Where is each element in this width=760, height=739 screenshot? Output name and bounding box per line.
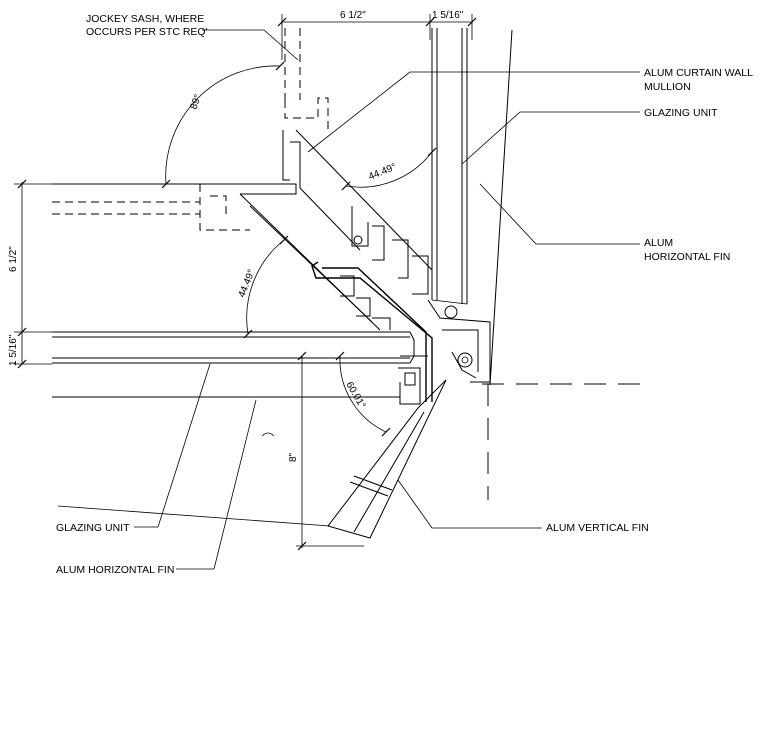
- alum-vertical-fin: [327, 379, 447, 539]
- curtain-wall-label-1: ALUM CURTAIN WALL: [644, 67, 753, 79]
- left-glass-dimension: 1 5/16": [8, 334, 19, 366]
- horizontal-fin-left-label: ALUM HORIZONTAL FIN: [56, 564, 174, 576]
- horizontal-fin-right-label-1: ALUM: [644, 237, 673, 249]
- fin-angle-label: 60.01°: [343, 380, 367, 411]
- break-mark: [261, 432, 275, 437]
- horizontal-glazing-unit: [52, 183, 415, 398]
- left-angle-label: 44.49°: [237, 268, 258, 299]
- top-glass-dimension: 1 5/16": [432, 10, 464, 21]
- angle-arcs: [161, 61, 437, 437]
- curtain-wall-label-2: MULLION: [644, 81, 691, 93]
- jockey-sash-label-1: JOCKEY SASH, WHERE: [86, 13, 204, 25]
- vertical-fin-edge-line: [489, 29, 513, 386]
- glazing-unit-right-label: GLAZING UNIT: [644, 107, 718, 119]
- top-dimension-lines: [277, 14, 477, 60]
- vertical-glazing-unit: [431, 28, 468, 305]
- glazing-unit-left-label: GLAZING UNIT: [56, 522, 130, 534]
- jockey-angle-label: 89°: [188, 93, 204, 111]
- left-dimension-lines: [14, 179, 52, 369]
- fin-depth-dimension-lines: [296, 351, 364, 551]
- fin-depth-dimension: 8": [288, 452, 299, 462]
- vertical-fin-label: ALUM VERTICAL FIN: [546, 522, 649, 534]
- curtain-wall-mullion: [228, 129, 491, 405]
- top-width-dimension: 6 1/2": [340, 10, 366, 21]
- left-height-dimension: 6 1/2": [8, 246, 19, 272]
- leader-lines: [57, 29, 640, 570]
- steel-stiffener: [311, 261, 433, 402]
- jockey-sash-dashed: [52, 28, 329, 231]
- horizontal-fin-right-label-2: HORIZONTAL FIN: [644, 251, 730, 263]
- upper-angle-label: 44.49°: [367, 162, 398, 183]
- jockey-sash-label-2: OCCURS PER STC REQ': [86, 26, 208, 38]
